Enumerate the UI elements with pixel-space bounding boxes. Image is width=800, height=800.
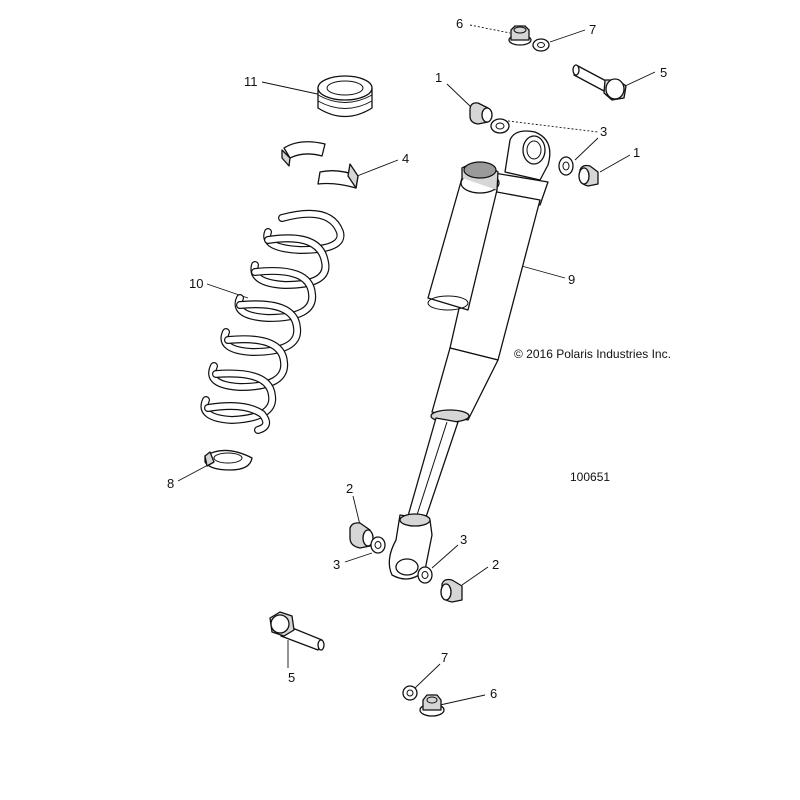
callout-2-right: 2 xyxy=(492,557,499,572)
spring-adjuster-ring xyxy=(317,75,373,118)
spacer-upper-left xyxy=(490,118,510,134)
bushing-upper-right xyxy=(578,164,599,187)
split-spring-retainer xyxy=(281,141,359,189)
leader-lines xyxy=(177,24,656,706)
callout-8: 8 xyxy=(167,476,174,491)
spacer-lower-right xyxy=(417,566,433,584)
callout-labels: 6 7 5 11 1 3 1 4 9 10 8 2 3 3 2 5 7 6 xyxy=(167,16,667,701)
coil-spring xyxy=(200,209,345,434)
lower-spring-seat xyxy=(204,449,253,471)
callout-7-lower: 7 xyxy=(441,650,448,665)
shock-absorber xyxy=(388,130,551,580)
callout-6-lower: 6 xyxy=(490,686,497,701)
bolt-lower xyxy=(269,611,325,651)
callout-6-top: 6 xyxy=(456,16,463,31)
washer-top xyxy=(532,38,550,52)
callout-1-right: 1 xyxy=(633,145,640,160)
diagram-number: 100651 xyxy=(570,470,610,484)
callout-5-lower: 5 xyxy=(288,670,295,685)
callout-11: 11 xyxy=(244,74,258,89)
callout-1-left: 1 xyxy=(435,70,442,85)
bushing-lower-right xyxy=(440,578,463,603)
bolt-top xyxy=(572,64,627,101)
callout-5-top: 5 xyxy=(660,65,667,80)
callout-3-lower-left: 3 xyxy=(333,557,340,572)
spacer-upper-right xyxy=(558,156,574,176)
flange-nut-top xyxy=(508,25,532,46)
callout-2-left: 2 xyxy=(346,481,353,496)
callout-9: 9 xyxy=(568,272,575,287)
callout-4: 4 xyxy=(402,151,409,166)
flange-nut-lower xyxy=(419,694,445,717)
washer-lower xyxy=(402,685,418,701)
callout-10: 10 xyxy=(189,276,203,291)
spacer-lower-left xyxy=(370,536,386,554)
copyright-notice: © 2016 Polaris Industries Inc. xyxy=(514,347,671,361)
callout-3-upper: 3 xyxy=(600,124,607,139)
callout-3-lower-right: 3 xyxy=(460,532,467,547)
bushing-upper-left xyxy=(469,102,493,125)
callout-7-top: 7 xyxy=(589,22,596,37)
bushing-lower-left xyxy=(349,522,374,549)
